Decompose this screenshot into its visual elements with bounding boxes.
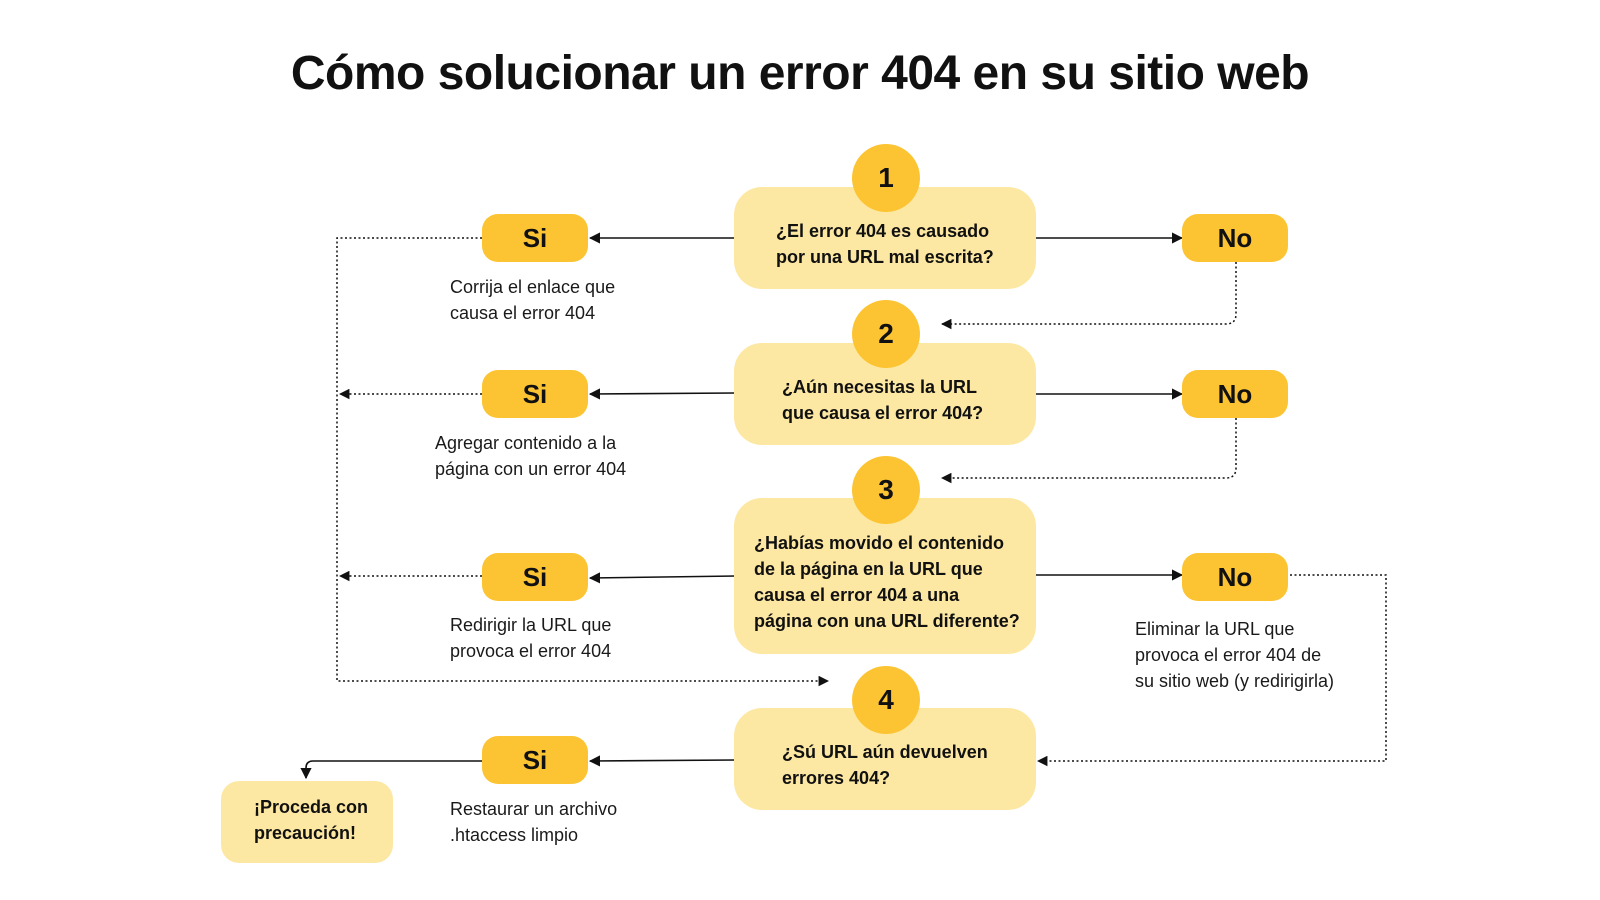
question-box-2: ¿Aún necesitas la URL que causa el error… <box>734 343 1036 445</box>
yes-badge-4: Si <box>482 736 588 784</box>
no-badge-2: No <box>1182 370 1288 418</box>
step-number-4: 4 <box>852 666 920 734</box>
page-title: Cómo solucionar un error 404 en su sitio… <box>290 47 1310 100</box>
arrow-q4-to-yes <box>588 755 737 767</box>
yes-action-1: Corrija el enlace que causa el error 404 <box>450 277 616 323</box>
arrow-yes4-to-final <box>300 760 482 780</box>
yes-badge-2: Si <box>482 370 588 418</box>
question-text-1: ¿El error 404 es causado por una URL mal… <box>776 221 994 267</box>
step-number-3: 3 <box>852 456 920 524</box>
yes-badge-1: Si <box>482 214 588 262</box>
dotted-yes1-to-rail <box>336 237 830 687</box>
arrow-q2-to-yes <box>588 388 737 400</box>
dotted-no3-to-step4 <box>1036 574 1387 767</box>
question-text-3: ¿Habías movido el contenido de la página… <box>754 533 1020 631</box>
step-number-2: 2 <box>852 300 920 368</box>
question-text-4: ¿Sú URL aún devuelven errores 404? <box>782 742 988 788</box>
question-text-2: ¿Aún necesitas la URL que causa el error… <box>782 377 984 423</box>
dotted-no1-to-step2 <box>940 262 1237 330</box>
yes-action-3: Redirigir la URL que provoca el error 40… <box>450 615 612 661</box>
yes-badge-3: Si <box>482 553 588 601</box>
no-badge-1: No <box>1182 214 1288 262</box>
yes-action-4: Restaurar un archivo .htaccess limpio <box>450 799 618 845</box>
yes-action-2: Agregar contenido a la página con un err… <box>435 433 627 479</box>
no-action-3: Eliminar la URL que provoca el error 404… <box>1135 619 1335 691</box>
arrow-q3-to-yes <box>588 572 737 584</box>
no-badge-3: No <box>1182 553 1288 601</box>
dotted-no2-to-step3 <box>940 418 1237 484</box>
final-outcome-box: ¡Proceda con precaución! <box>221 781 393 863</box>
question-box-3: ¿Habías movido el contenido de la página… <box>734 498 1036 654</box>
step-number-1: 1 <box>852 144 920 212</box>
